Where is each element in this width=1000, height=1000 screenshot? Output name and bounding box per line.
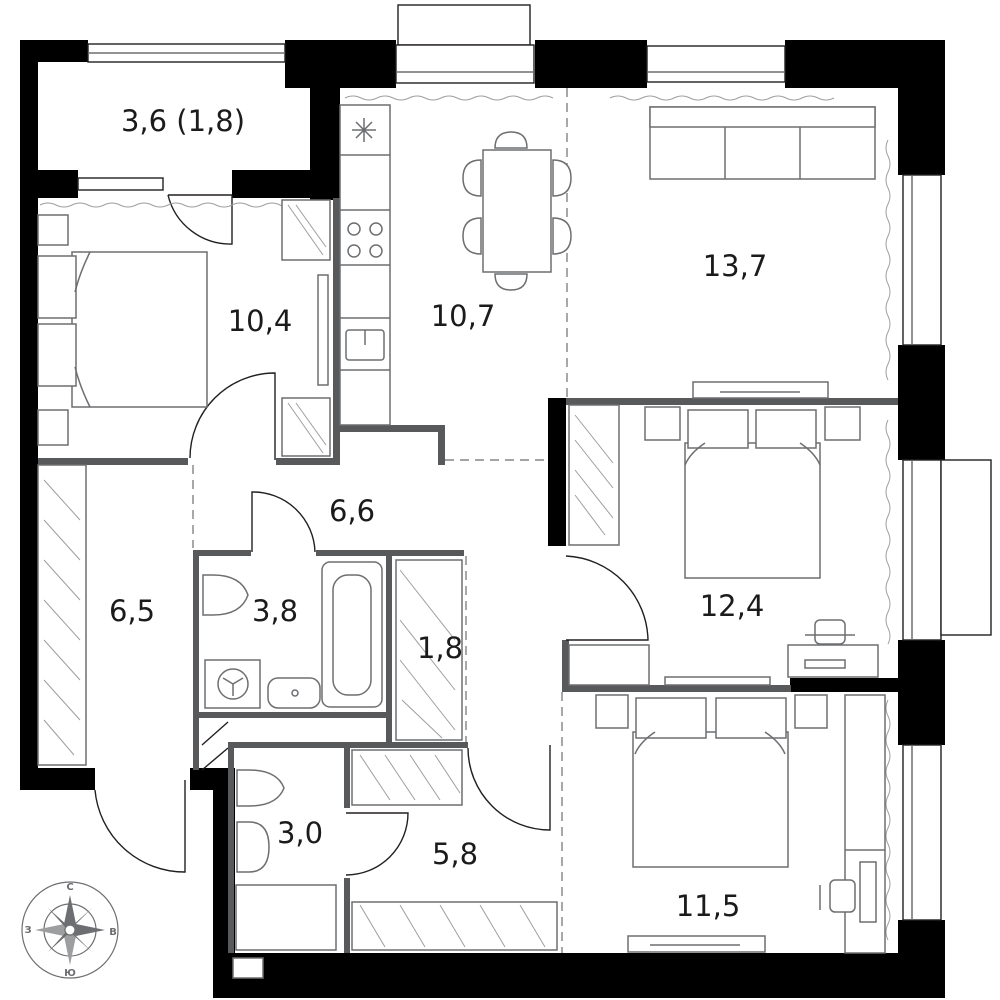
area-bathroom: 3,8	[252, 594, 298, 628]
compass-east-label: В	[109, 927, 117, 938]
area-balcony: 3,6 (1,8)	[121, 104, 245, 138]
area-bedroom-bottom: 11,5	[676, 889, 741, 923]
wardrobe-right-room	[568, 404, 650, 686]
bathroom-fixtures	[202, 561, 383, 709]
bed-bottom	[595, 694, 828, 868]
bottom-room-furniture	[627, 694, 886, 954]
compass-west-label: З	[24, 925, 31, 936]
area-bedroom-right: 12,4	[700, 589, 765, 623]
area-toilet: 3,0	[277, 816, 323, 850]
wardrobe-left-room	[281, 199, 331, 457]
bed-right	[644, 406, 861, 579]
entrance-wardrobe	[37, 464, 87, 766]
corridor-storage	[351, 749, 558, 951]
sofa	[649, 106, 876, 180]
outer-walls	[20, 40, 945, 998]
area-bedroom-left: 10,4	[228, 304, 293, 338]
compass-north-label: С	[66, 882, 73, 893]
interior-walls	[38, 198, 898, 953]
area-kitchen: 10,7	[431, 299, 496, 333]
bed-left	[37, 214, 208, 446]
kitchen-units	[339, 104, 391, 426]
area-hallway: 6,6	[329, 494, 375, 528]
area-corridor: 5,8	[432, 837, 478, 871]
tv-living	[692, 381, 829, 399]
desk-right	[664, 619, 879, 686]
compass-rose-icon: С Ю З В	[21, 881, 119, 979]
wardrobe-closet	[395, 559, 463, 741]
area-entrance: 6,5	[109, 594, 155, 628]
curtains	[39, 95, 891, 941]
windows	[77, 4, 992, 921]
doors	[94, 194, 649, 876]
compass-south-label: Ю	[64, 968, 76, 979]
area-living-room: 13,7	[703, 249, 768, 283]
toilet-fixtures	[232, 769, 337, 979]
area-wardrobe: 1,8	[417, 631, 463, 665]
room-labels: 3,6 (1,8) 10,4 10,7 13,7 6,6 3,8 1,8 12,…	[109, 104, 767, 923]
dining-table	[462, 131, 572, 291]
